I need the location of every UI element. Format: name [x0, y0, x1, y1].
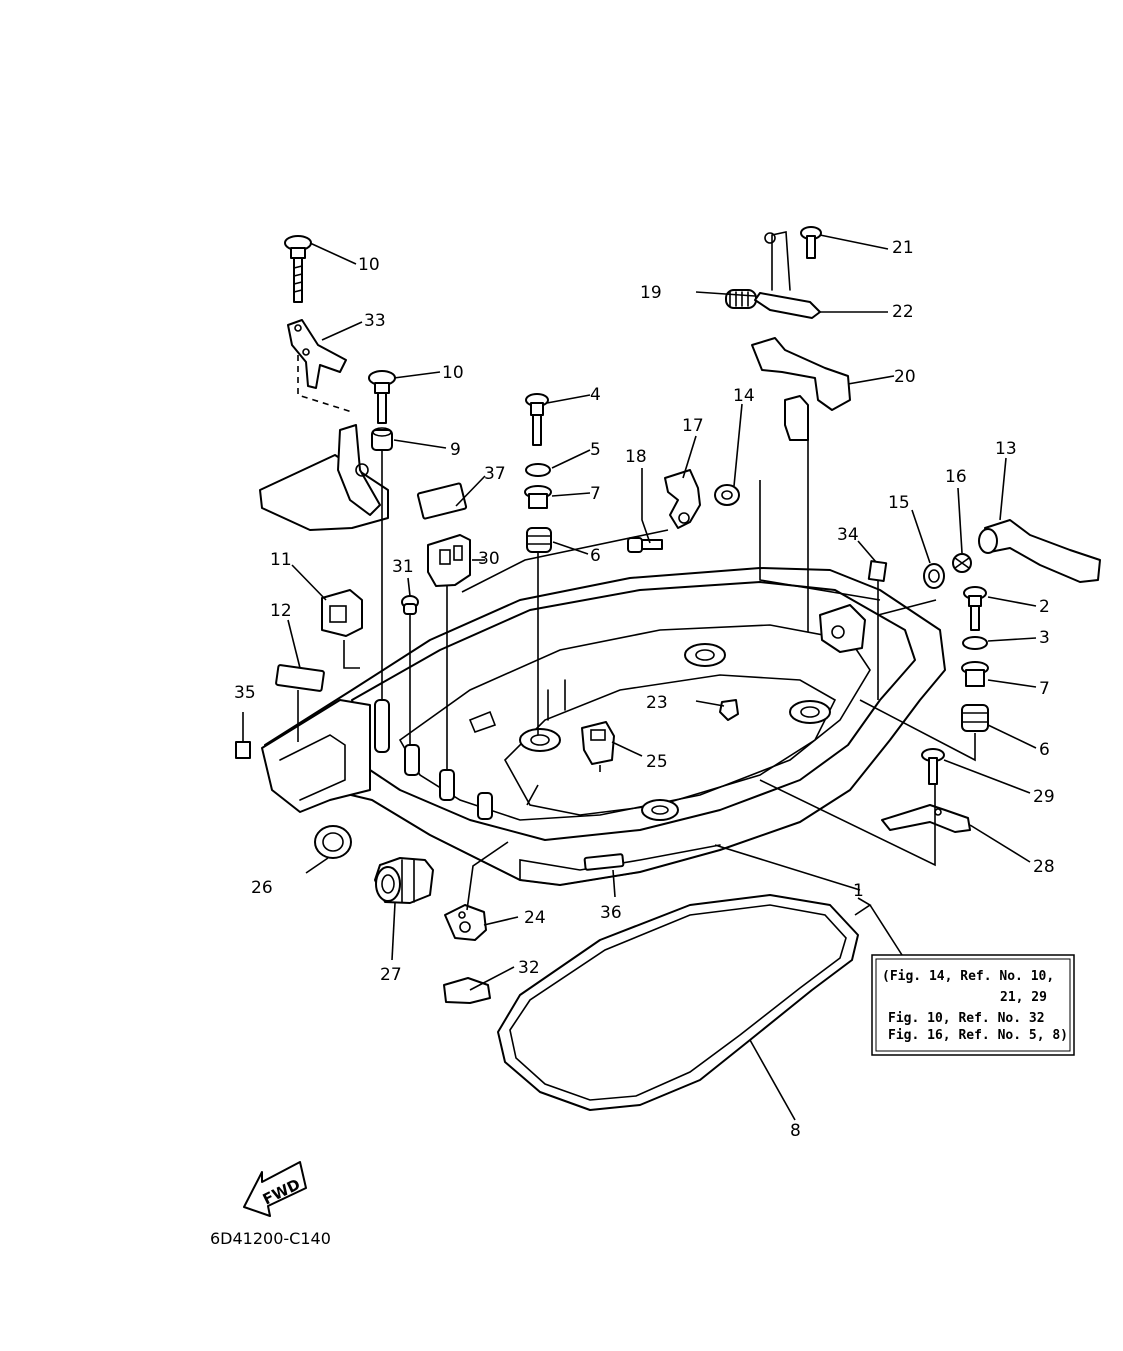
bracket-33: [287, 319, 347, 389]
callout-28: 28: [1033, 857, 1055, 877]
tag-35: [235, 741, 251, 759]
note-line-3: Fig. 10, Ref. No. 32: [888, 1011, 1045, 1026]
note-line-4: Fig. 16, Ref. No. 5, 8): [888, 1028, 1068, 1043]
collar-7-center: [524, 485, 552, 509]
washer-3: [962, 636, 988, 650]
callout-21: 21: [892, 238, 914, 258]
callout-22: 22: [892, 302, 914, 322]
spring-19: [725, 289, 757, 309]
callout-35: 35: [234, 683, 256, 703]
note-line-1: (Fig. 14, Ref. No. 10,: [882, 969, 1054, 984]
callout-9: 9: [450, 440, 461, 460]
callout-6-center: 6: [590, 546, 601, 566]
grommet-6-right: [961, 704, 989, 732]
bolt-10-lower: [368, 370, 396, 424]
callout-14: 14: [733, 386, 755, 406]
callout-20: 20: [894, 367, 916, 387]
strip-12: [275, 664, 325, 692]
callout-36: 36: [600, 903, 622, 923]
callout-3: 3: [1039, 628, 1050, 648]
block-11: [321, 589, 363, 637]
washer-16: [952, 553, 972, 573]
callout-5: 5: [590, 440, 601, 460]
callout-17: 17: [682, 416, 704, 436]
callout-12: 12: [270, 601, 292, 621]
callout-8: 8: [790, 1121, 801, 1141]
bushing-15: [923, 563, 945, 589]
callout-16: 16: [945, 467, 967, 487]
bolt-2: [963, 586, 987, 631]
clip-30: [427, 534, 471, 587]
callout-19: 19: [640, 283, 662, 303]
callout-2: 2: [1039, 597, 1050, 617]
hook-20: [751, 337, 851, 441]
screw-29: [921, 748, 945, 785]
grommet-6-center: [526, 527, 552, 553]
plug-31: [401, 595, 419, 615]
plug-26: [314, 825, 352, 859]
callout-labels: 1 2 3 4 5 6 6 7 7 8 9 10 10 11 12 13 14 …: [234, 238, 1055, 1141]
plate-22: [754, 231, 821, 319]
callout-6-right: 6: [1039, 740, 1050, 760]
pad-32: [443, 977, 491, 1004]
leader-lines: [242, 234, 1037, 1121]
lever-13: [978, 519, 1101, 583]
callout-30: 30: [478, 549, 500, 569]
note-line-2: 21, 29: [1000, 990, 1047, 1005]
plate-24: [444, 904, 487, 941]
callout-37: 37: [484, 464, 506, 484]
bolt-18: [627, 537, 663, 553]
callout-4: 4: [590, 385, 601, 405]
reference-note: (Fig. 14, Ref. No. 10, 21, 29 Fig. 10, R…: [854, 897, 1075, 1056]
tag-34: [867, 560, 888, 583]
forward-arrow-icon: FWD: [243, 1161, 307, 1217]
callout-15: 15: [888, 493, 910, 513]
bolt-10-upper: [284, 235, 312, 303]
collar-9: [371, 427, 393, 451]
grommet-14: [714, 484, 740, 506]
callout-13: 13: [995, 439, 1017, 459]
bolt-4: [525, 393, 549, 446]
callout-10-lower: 10: [442, 363, 464, 383]
seal-ring: [497, 894, 859, 1111]
callout-1: 1: [853, 881, 864, 901]
callout-25: 25: [646, 752, 668, 772]
callout-7-right: 7: [1039, 679, 1050, 699]
label-37: [416, 482, 468, 520]
callout-23: 23: [646, 693, 668, 713]
callout-18: 18: [625, 447, 647, 467]
collar-7-right: [961, 661, 989, 687]
bottom-cowling: [261, 567, 946, 886]
lever-assembly: [259, 424, 389, 531]
callout-11: 11: [270, 550, 292, 570]
callout-31: 31: [392, 557, 414, 577]
callout-33: 33: [364, 311, 386, 331]
bracket-17: [664, 469, 701, 529]
callout-24: 24: [524, 908, 546, 928]
callout-7-center: 7: [590, 484, 601, 504]
diagram-code: 6D41200-C140: [210, 1229, 331, 1248]
callout-32: 32: [518, 958, 540, 978]
callout-34: 34: [837, 525, 859, 545]
callout-26: 26: [251, 878, 273, 898]
washer-5: [525, 463, 551, 477]
callout-27: 27: [380, 965, 402, 985]
screw-21: [800, 226, 822, 259]
callout-29: 29: [1033, 787, 1055, 807]
callout-10-top: 10: [358, 255, 380, 275]
grommet-27: [374, 857, 434, 904]
tab-28: [881, 804, 971, 833]
